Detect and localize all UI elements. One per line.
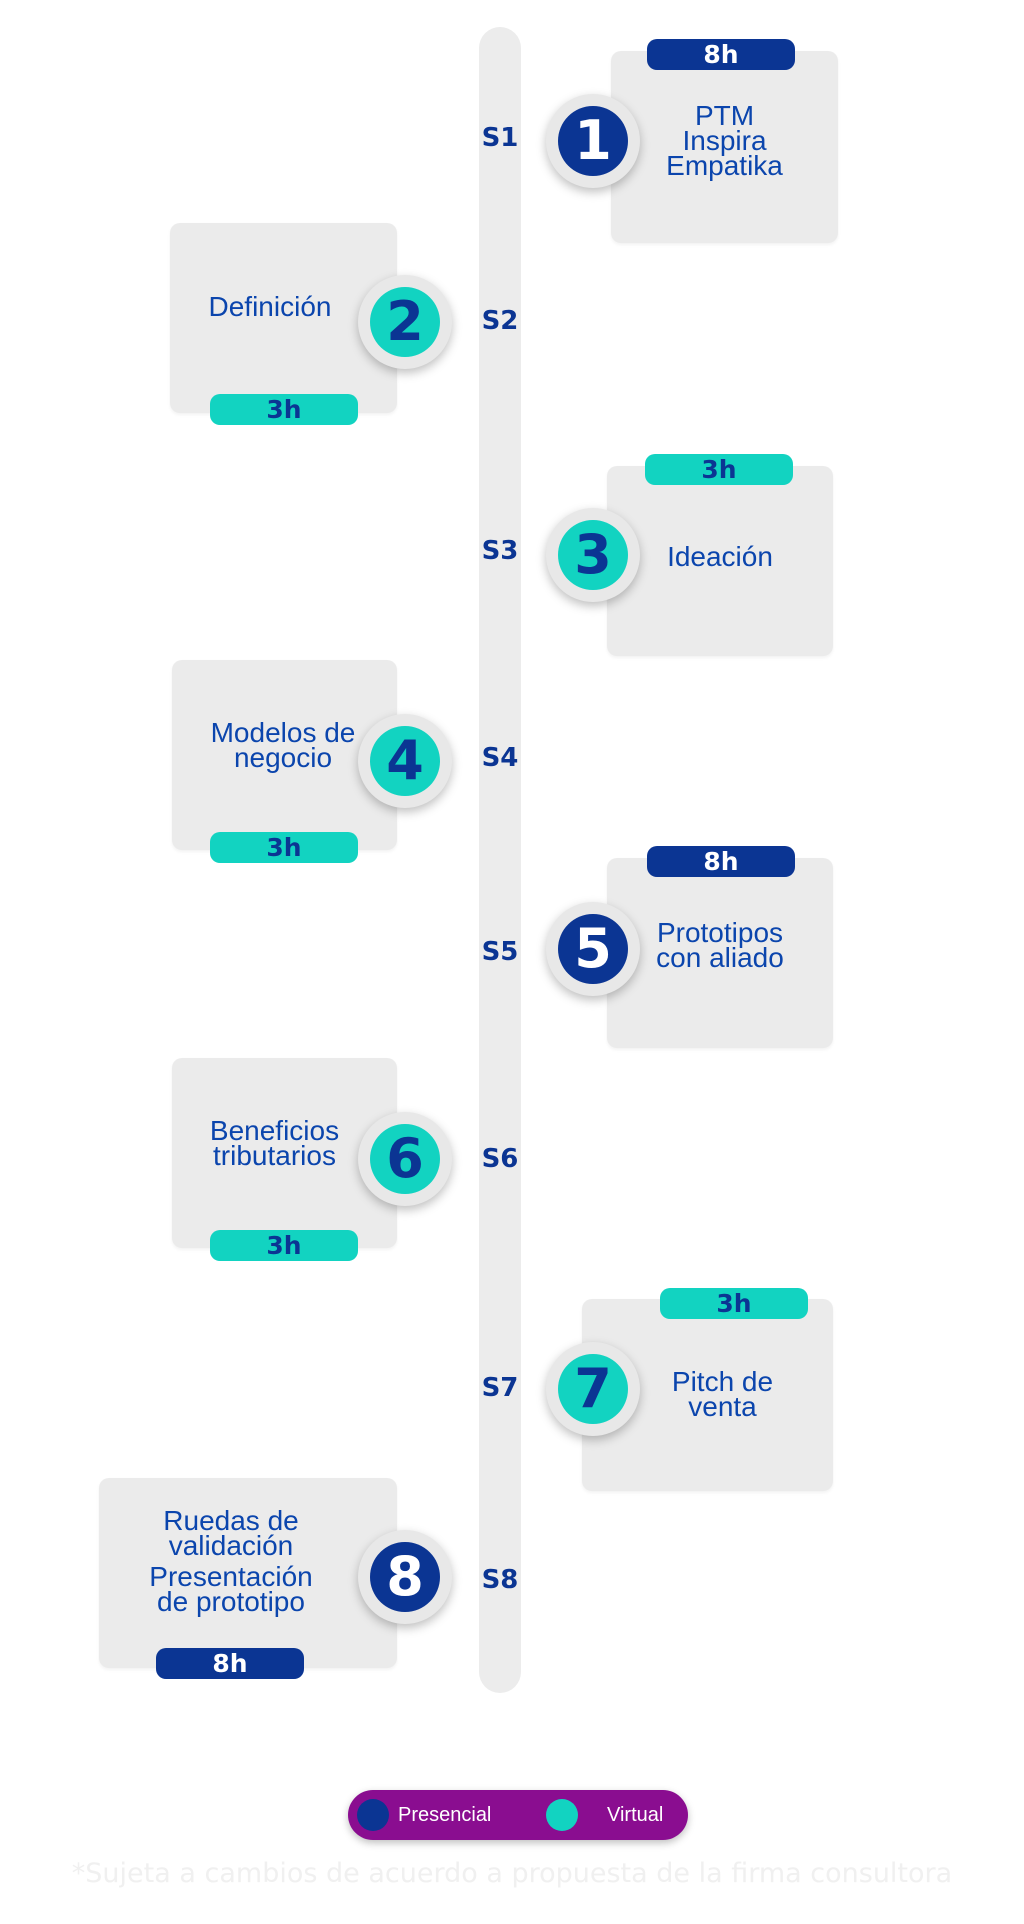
session-title-line: Definición — [208, 291, 332, 322]
week-label-s4: S4 — [481, 743, 519, 773]
virtual-color-dot — [546, 1799, 578, 1831]
week-label-s8: S8 — [481, 1565, 519, 1595]
session-title-line: Ideación — [667, 541, 773, 572]
session-title-line: Beneficios — [209, 1115, 340, 1146]
legend-label-presencial: Presencial — [398, 1804, 492, 1826]
session-number-badge-6: 6 — [358, 1112, 452, 1206]
session-title-line: con aliado — [656, 942, 784, 973]
legend: Presencial Virtual — [348, 1790, 688, 1840]
session-number-2: 2 — [370, 287, 440, 357]
session-number-badge-4: 4 — [358, 714, 452, 808]
timeline-spine — [479, 27, 521, 1693]
session-title-line: Presentación — [149, 1561, 313, 1592]
session-title-2: Definición — [170, 291, 370, 322]
session-title-line: validación — [168, 1530, 294, 1561]
session-title-line: tributarios — [213, 1140, 336, 1171]
hours-pill-8: 8h — [156, 1648, 304, 1679]
session-title-line: negocio — [233, 742, 333, 773]
session-title-line: Inspira — [682, 125, 767, 156]
hours-pill-2: 3h — [210, 394, 358, 425]
hours-pill-1: 8h — [647, 39, 795, 70]
session-number-badge-3: 3 — [546, 508, 640, 602]
week-label-s1: S1 — [481, 123, 519, 153]
session-number-badge-2: 2 — [358, 275, 452, 369]
week-label-s6: S6 — [481, 1144, 519, 1174]
session-title-4: Modelos de negocio — [172, 717, 394, 773]
session-title-line: Modelos de — [210, 717, 356, 748]
session-title-line: Prototipos — [656, 917, 784, 948]
session-number-4: 4 — [370, 726, 440, 796]
session-card-1: PTM Inspira Empatika — [611, 51, 838, 243]
hours-pill-4: 3h — [210, 832, 358, 863]
session-card-5: Prototipos con aliado — [607, 858, 833, 1048]
session-title-line: Empatika — [666, 150, 783, 181]
hours-pill-3: 3h — [645, 454, 793, 485]
session-number-6: 6 — [370, 1124, 440, 1194]
session-number-3: 3 — [558, 520, 628, 590]
session-title-line: de prototipo — [157, 1586, 305, 1617]
session-number-1: 1 — [558, 106, 628, 176]
week-label-s7: S7 — [481, 1373, 519, 1403]
disclaimer-note: *Sujeta a cambios de acuerdo a propuesta… — [71, 1858, 953, 1889]
session-number-8: 8 — [370, 1542, 440, 1612]
hours-pill-5: 8h — [647, 846, 795, 877]
session-title-line: venta — [688, 1391, 757, 1422]
presencial-color-dot — [357, 1799, 389, 1831]
session-number-badge-1: 1 — [546, 94, 640, 188]
session-title-3: Ideación — [607, 541, 833, 572]
legend-label-virtual: Virtual — [607, 1804, 664, 1826]
session-title-1: PTM Inspira Empatika — [611, 100, 838, 181]
session-title-6: Beneficios tributarios — [172, 1115, 377, 1171]
session-number-badge-8: 8 — [358, 1530, 452, 1624]
session-title-8: Ruedas de validación Presentación de pro… — [99, 1505, 363, 1617]
session-title-line: Pitch de — [671, 1366, 774, 1397]
hours-pill-7: 3h — [660, 1288, 808, 1319]
session-number-badge-7: 7 — [546, 1342, 640, 1436]
session-card-3: Ideación — [607, 466, 833, 656]
session-title-line: Ruedas de — [163, 1505, 299, 1536]
week-label-s3: S3 — [481, 536, 519, 566]
session-card-8: Ruedas de validación Presentación de pro… — [99, 1478, 397, 1668]
session-title-7: Pitch de venta — [612, 1366, 833, 1422]
hours-pill-6: 3h — [210, 1230, 358, 1261]
week-label-s5: S5 — [481, 937, 519, 967]
session-number-5: 5 — [558, 914, 628, 984]
session-title-5: Prototipos con aliado — [607, 917, 833, 973]
session-title-line: PTM — [694, 100, 755, 131]
session-number-badge-5: 5 — [546, 902, 640, 996]
week-label-s2: S2 — [481, 306, 519, 336]
session-number-7: 7 — [558, 1354, 628, 1424]
